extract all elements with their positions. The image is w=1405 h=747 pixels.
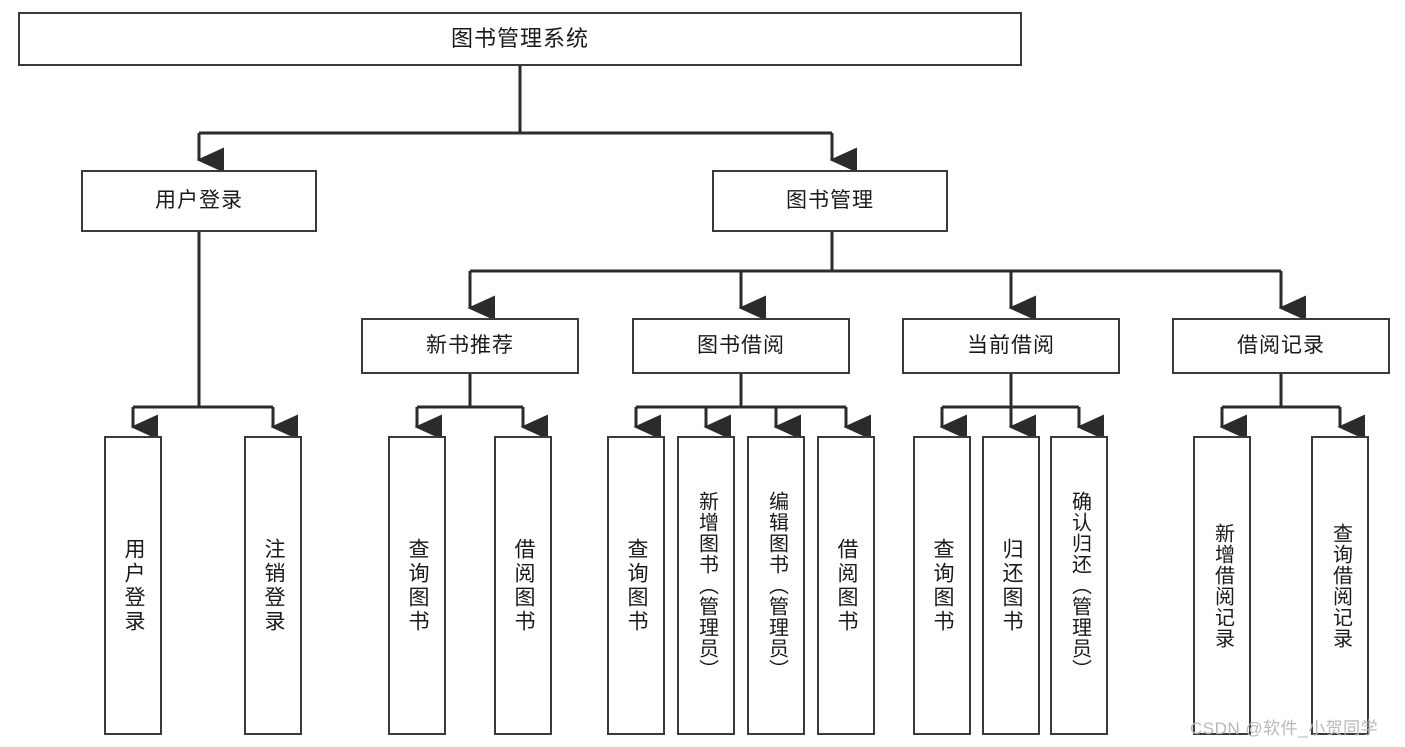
leaf-borrow-borrow-book[interactable]: 借阅图书 [817, 436, 875, 735]
node-label: 图书管理系统 [450, 25, 589, 51]
node-label: 确认归还（管理员） [1068, 491, 1091, 680]
node-label: 新增借阅记录 [1211, 522, 1234, 649]
node-label: 查询借阅记录 [1329, 522, 1352, 649]
node-label: 编辑图书（管理员） [765, 491, 788, 680]
node-label: 归还图书 [1000, 537, 1024, 634]
node-user-login[interactable]: 用户登录 [81, 170, 317, 232]
leaf-new-book-query-book[interactable]: 查询图书 [388, 436, 446, 735]
node-label: 新书推荐 [426, 334, 514, 358]
node-label: 图书管理 [786, 189, 874, 213]
node-book-management[interactable]: 图书管理 [712, 170, 948, 232]
node-current-borrowing[interactable]: 当前借阅 [902, 318, 1120, 374]
node-label: 新增图书（管理员） [695, 491, 718, 680]
leaf-borrow-add-book-admin[interactable]: 新增图书（管理员） [677, 436, 735, 735]
leaf-record-query-borrow-record[interactable]: 查询借阅记录 [1311, 436, 1369, 735]
node-borrow-records[interactable]: 借阅记录 [1172, 318, 1390, 374]
leaf-current-return-book[interactable]: 归还图书 [982, 436, 1040, 735]
node-label: 借阅图书 [512, 537, 536, 634]
node-label: 当前借阅 [967, 334, 1055, 358]
leaf-record-add-borrow-record[interactable]: 新增借阅记录 [1193, 436, 1251, 735]
leaf-user-login-logout[interactable]: 注销登录 [244, 436, 302, 735]
node-label: 查询图书 [931, 537, 955, 634]
leaf-borrow-edit-book-admin[interactable]: 编辑图书（管理员） [747, 436, 805, 735]
node-root-book-management-system[interactable]: 图书管理系统 [18, 12, 1022, 66]
leaf-new-book-borrow-book[interactable]: 借阅图书 [494, 436, 552, 735]
node-label: 用户登录 [155, 189, 243, 213]
leaf-current-query-book[interactable]: 查询图书 [913, 436, 971, 735]
node-label: 借阅图书 [835, 537, 859, 634]
node-label: 查询图书 [406, 537, 430, 634]
node-label: 注销登录 [262, 537, 286, 634]
node-label: 查询图书 [625, 537, 649, 634]
node-label: 借阅记录 [1237, 334, 1325, 358]
node-book-borrowing[interactable]: 图书借阅 [632, 318, 850, 374]
node-label: 用户登录 [122, 537, 146, 634]
node-new-book-recommendation[interactable]: 新书推荐 [361, 318, 579, 374]
node-label: 图书借阅 [697, 334, 785, 358]
leaf-current-confirm-return-admin[interactable]: 确认归还（管理员） [1050, 436, 1108, 735]
leaf-user-login-login[interactable]: 用户登录 [104, 436, 162, 735]
leaf-borrow-query-book[interactable]: 查询图书 [607, 436, 665, 735]
csdn-watermark: CSDN @软件_小贺同学 [1190, 719, 1379, 738]
